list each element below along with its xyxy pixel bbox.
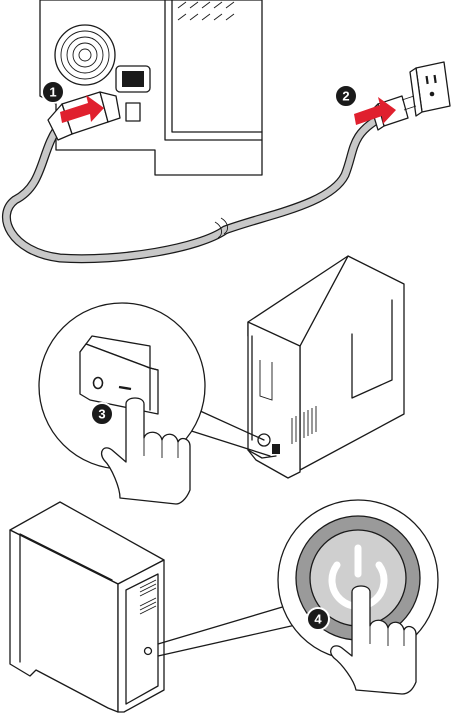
step-3-badge: 3 (90, 402, 114, 426)
step-1-number: 1 (49, 85, 56, 100)
arrow-2-icon (354, 97, 396, 125)
step-1-badge: 1 (41, 80, 65, 104)
step-4-number: 4 (314, 612, 322, 627)
psu-unit (39, 0, 263, 176)
step-3-number: 3 (98, 407, 105, 422)
step-2-badge: 2 (334, 84, 358, 108)
ac-inlet-icon (115, 65, 151, 93)
rear-switch-icon (272, 444, 280, 454)
psu-switch-icon (125, 102, 141, 122)
step-2-number: 2 (342, 89, 349, 104)
wall-outlet-icon (409, 61, 451, 117)
pc-case-front (9, 501, 165, 713)
power-cable (1, 113, 385, 264)
switch-zoom-callout (38, 302, 206, 470)
psu-fan-icon (54, 24, 116, 86)
step-4-badge: 4 (306, 607, 330, 631)
rocker-switch-icon (79, 335, 159, 415)
pointing-hand-icon (100, 397, 191, 505)
switch-off-symbol (92, 376, 104, 390)
arrow-1-icon (60, 95, 104, 123)
pressing-hand-icon (330, 585, 417, 695)
switch-on-symbol (118, 385, 132, 391)
pc-case-rear (247, 255, 405, 479)
case-power-button-icon (143, 646, 153, 656)
